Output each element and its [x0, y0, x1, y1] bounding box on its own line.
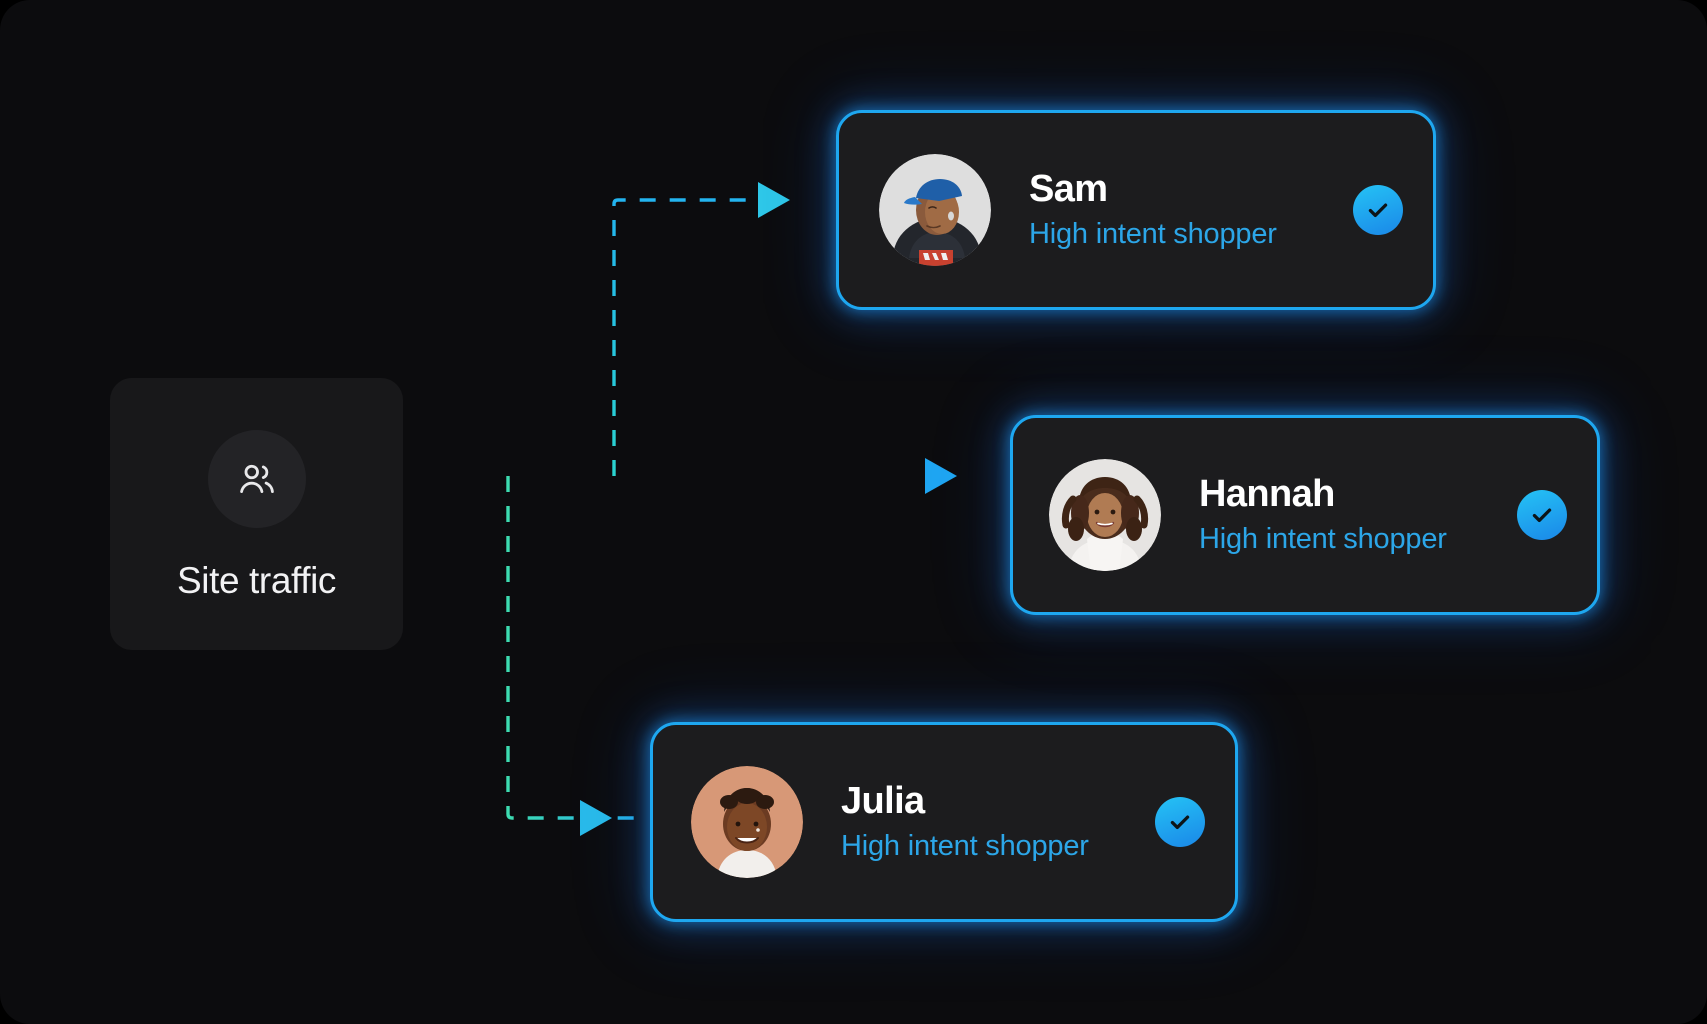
avatar	[691, 766, 803, 878]
arrowhead-sam	[758, 182, 790, 218]
person-name: Julia	[841, 780, 925, 823]
person-tag: High intent shopper	[1199, 522, 1447, 555]
person-info: Hannah High intent shopper	[1199, 473, 1517, 556]
verified-check-icon[interactable]	[1517, 490, 1567, 540]
users-icon	[207, 429, 306, 528]
site-traffic-label: Site traffic	[176, 559, 337, 601]
arrowhead-julia	[580, 800, 612, 836]
person-tag: High intent shopper	[1029, 217, 1277, 250]
verified-check-icon[interactable]	[1353, 185, 1403, 235]
avatar	[1049, 459, 1161, 571]
person-info: Sam High intent shopper	[1029, 168, 1353, 251]
person-card-sam[interactable]: Sam High intent shopper	[836, 110, 1436, 310]
person-tag: High intent shopper	[841, 829, 1089, 862]
person-card-hannah[interactable]: Hannah High intent shopper	[1010, 415, 1600, 615]
arrowhead-hannah	[925, 458, 957, 494]
connector-to-sam	[612, 198, 762, 476]
person-name: Hannah	[1199, 473, 1335, 516]
avatar	[879, 154, 991, 266]
person-name: Sam	[1029, 168, 1108, 211]
verified-check-icon[interactable]	[1155, 797, 1205, 847]
site-traffic-node[interactable]: Site traffic	[110, 378, 403, 650]
person-card-julia[interactable]: Julia High intent shopper	[650, 722, 1238, 922]
person-info: Julia High intent shopper	[841, 780, 1155, 863]
connector-to-julia	[506, 476, 640, 820]
